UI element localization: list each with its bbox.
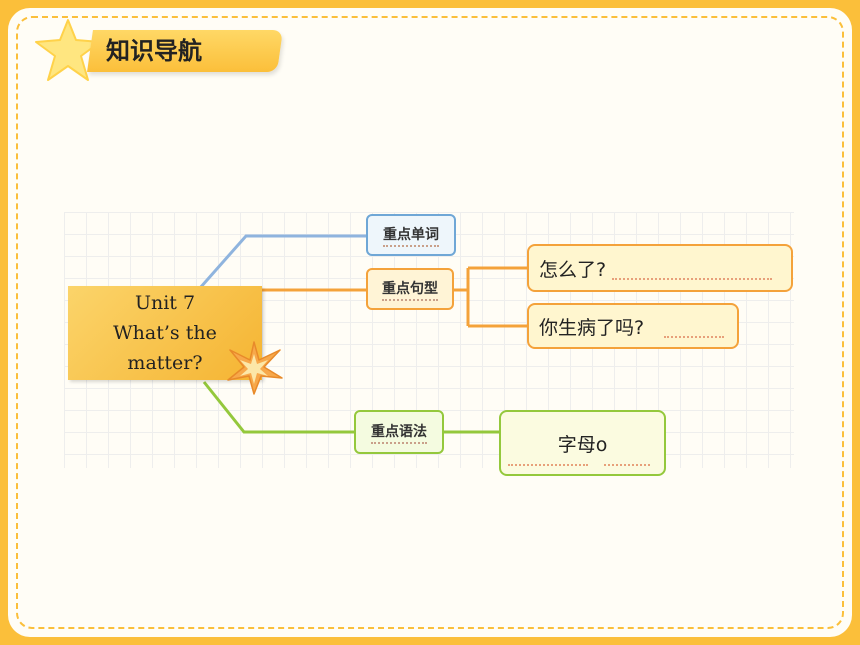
sentence-item-1: 怎么了? [527, 244, 793, 292]
branch-grammar: 重点语法 [354, 410, 444, 454]
grammar-item-label: 字母o [557, 433, 608, 456]
branch-grammar-label: 重点语法 [371, 421, 427, 444]
root-node: Unit 7 What’s the matter? [68, 286, 262, 380]
underline [508, 464, 588, 466]
connector-grammar [202, 381, 356, 434]
underline [612, 278, 772, 280]
grammar-item: 字母o [499, 410, 666, 476]
dashed-border [16, 16, 844, 629]
starburst-icon [227, 341, 283, 395]
sentence-item-2: 你生病了吗? [527, 303, 739, 349]
branch-words: 重点单词 [366, 214, 456, 256]
connector-sentence-items [454, 266, 528, 328]
root-label: Unit 7 What’s the matter? [113, 292, 217, 374]
underline [604, 464, 650, 466]
sentence-item-1-label: 怎么了? [539, 258, 607, 281]
branch-words-label: 重点单词 [383, 224, 439, 247]
page-title: 知识导航 [106, 37, 202, 65]
underline [664, 336, 724, 338]
sentence-item-2-label: 你生病了吗? [539, 316, 645, 339]
branch-sentences: 重点句型 [366, 268, 454, 310]
connector-words [198, 234, 368, 289]
branch-sentences-label: 重点句型 [382, 278, 438, 301]
